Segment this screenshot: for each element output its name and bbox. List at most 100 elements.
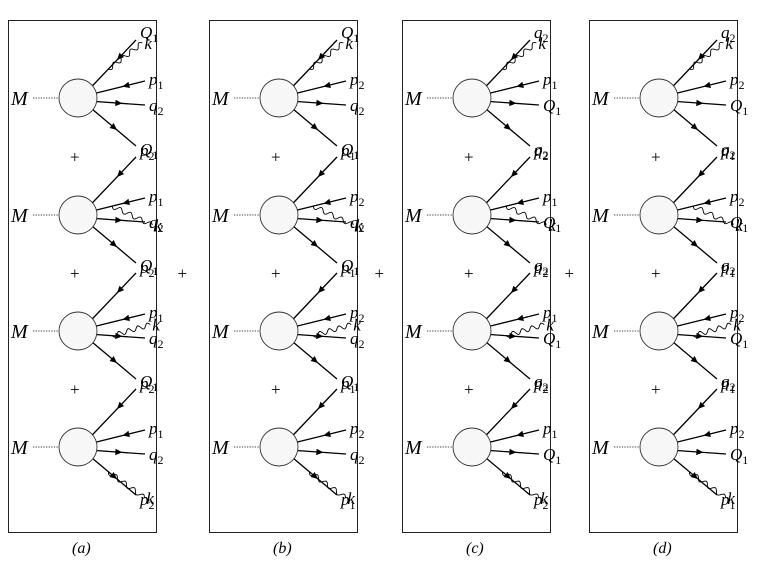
particle-subscript: 2 [359,453,365,467]
particle-label-Q1: Q1 [140,372,158,394]
fermion-line [87,156,137,208]
particle-label-q2: q2 [149,445,164,467]
particle-label-p1: p1 [542,70,558,92]
interaction-blob [58,311,98,351]
plus-sign: + [565,264,575,283]
particle-symbol: p [349,70,359,89]
particle-symbol: q [721,372,730,391]
photon-line [688,471,726,498]
fermion-line [481,388,531,440]
interaction-blob [259,78,299,118]
photon-line [107,471,145,498]
plus-sign: + [464,264,474,283]
meson-label: M [404,437,423,459]
particle-symbol: p [340,141,350,160]
photon-line [312,322,352,338]
particle-symbol: Q [140,23,152,42]
arrowhead [122,314,130,322]
particle-symbol: q [149,96,158,115]
particle-symbol: p [533,490,543,509]
particle-label-p1: p1 [720,374,736,396]
particle-symbol: p [720,490,730,509]
interaction-blob [58,78,98,118]
arrowhead [122,81,130,89]
arrowhead [697,285,706,293]
arrowhead [323,198,331,206]
plus-sign: + [464,148,474,167]
photon-line [111,322,151,338]
particle-subscript: 1 [158,427,164,441]
particle-subscript: 2 [739,427,745,441]
arrowhead [697,169,706,177]
particle-subscript: 1 [353,264,359,278]
meson-label: M [10,321,29,343]
arrowhead [510,401,519,409]
particle-label-Q1: Q1 [140,256,158,278]
fermion-line [669,313,727,329]
particle-label-p1: p1 [340,490,356,512]
meson-label: M [10,437,29,459]
arrowhead [503,356,511,363]
particle-label-q2: q2 [721,23,736,45]
photon-line [505,206,547,226]
arrowhead [503,240,511,247]
photon-line [502,42,537,70]
particle-symbol: p [349,419,359,438]
particle-subscript: 2 [359,78,365,92]
particle-subscript: 2 [359,337,365,351]
particle-subscript: 2 [149,498,155,512]
particle-label-p2: p2 [533,490,549,512]
particle-label-q2: q2 [534,256,549,278]
particle-label-Q1: Q1 [543,96,561,118]
arrowhead [115,448,123,456]
particle-subscript: 1 [555,453,561,467]
arrowhead [310,240,318,247]
plus-sign: + [651,148,661,167]
arrowhead [703,314,711,322]
arrowhead [503,123,511,130]
particle-label-p1: p1 [542,303,558,325]
particle-symbol: q [149,445,158,464]
particle-subscript: 2 [158,104,164,118]
particle-label-q2: q2 [534,23,549,45]
fermion-line [669,429,727,445]
particle-label-p1: p1 [720,141,736,163]
plus-sign: + [271,380,281,399]
meson-label: M [591,205,610,227]
arrowhead [510,285,519,293]
particle-subscript: 1 [742,221,748,235]
particle-subscript: 1 [152,148,158,162]
fermion-line [482,429,540,445]
particle-symbol: p [720,258,730,277]
arrowhead [310,472,318,479]
arrowhead [509,99,517,107]
particle-symbol: p [542,70,552,89]
arrowhead [697,52,706,60]
arrowhead [509,216,517,224]
particle-label-p2: p2 [533,141,549,163]
particle-label-Q1: Q1 [341,256,359,278]
particle-subscript: 1 [730,266,736,280]
plus-sign: + [178,264,188,283]
particle-label-p1: p1 [340,141,356,163]
particle-subscript: 2 [730,31,736,45]
particle-symbol: p [139,258,149,277]
particle-subscript: 1 [152,264,158,278]
arrowhead [317,401,326,409]
interaction-blob [639,311,679,351]
particle-label-p2: p2 [729,70,745,92]
arrowhead [509,448,517,456]
particle-subscript: 2 [739,195,745,209]
photon-line [689,42,724,70]
particle-subscript: 2 [543,149,549,163]
panel-caption: (c) [466,540,484,557]
arrowhead [516,314,524,322]
arrowhead [109,356,117,363]
meson-label: M [211,437,230,459]
particle-subscript: 2 [158,453,164,467]
fermion-line [482,197,540,213]
panel-c: Mq2p1Q1p2k+Mq2p1Q1p2k+Mq2p1Q1p2k+Mq2p1Q1… [402,20,561,533]
particle-subscript: 2 [543,264,549,278]
